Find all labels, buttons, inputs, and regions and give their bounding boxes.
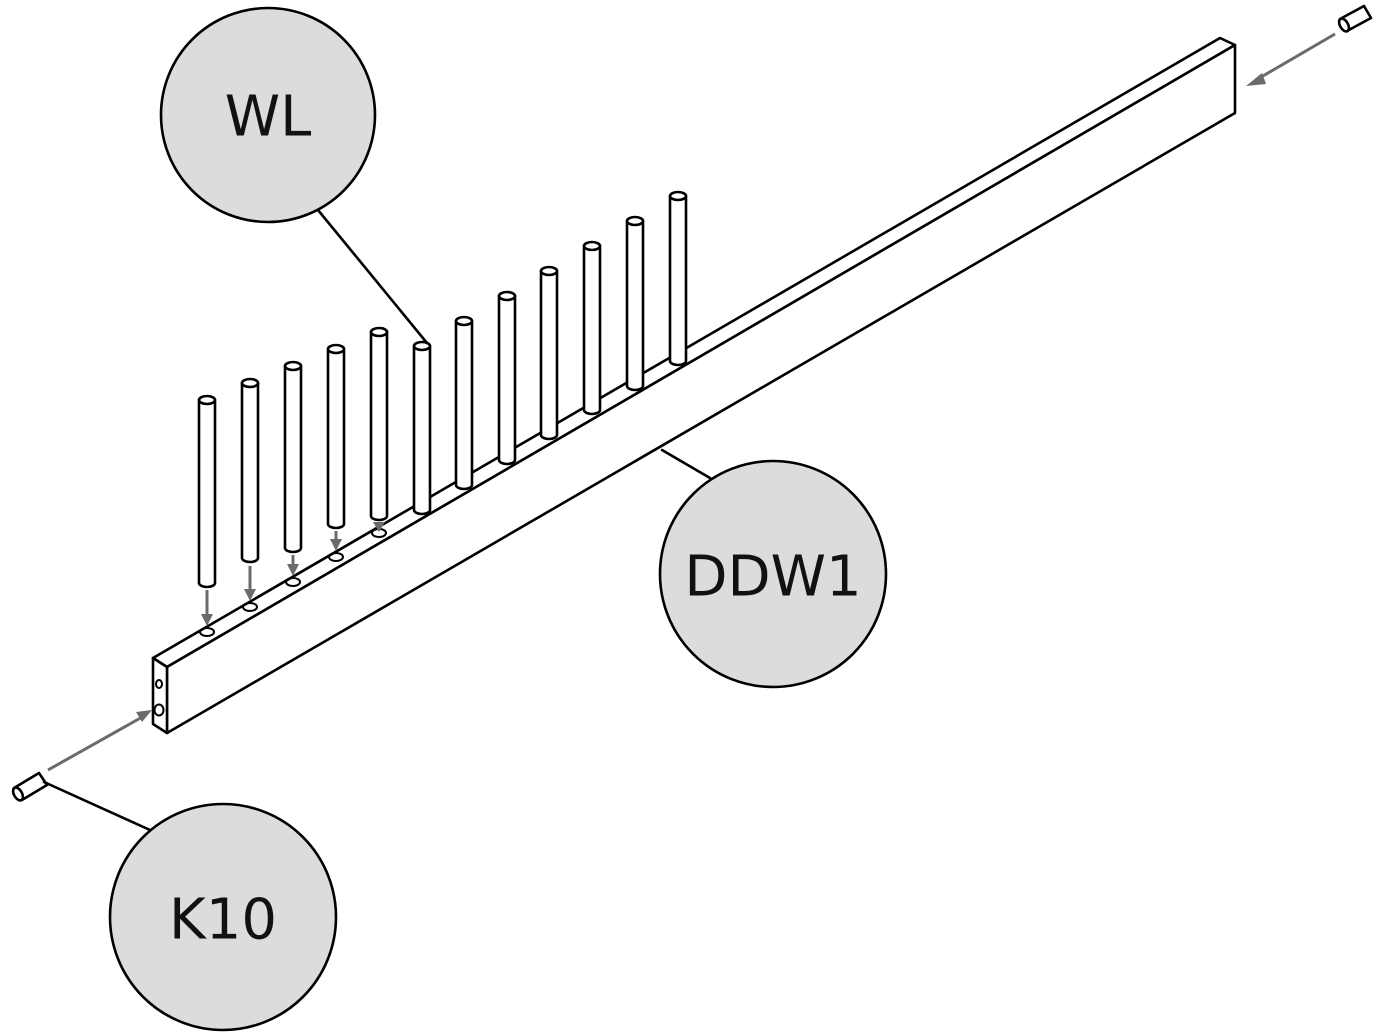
- leader-ddw1: [660, 448, 712, 480]
- leader-wl: [316, 208, 429, 345]
- rod: [369, 326, 389, 522]
- callout-label: K10: [169, 888, 277, 953]
- leader-lines: [42, 208, 712, 832]
- callout-label: DDW1: [684, 545, 861, 610]
- rod: [582, 240, 602, 416]
- dowel-right: [1246, 4, 1373, 86]
- rod-hole: [328, 552, 344, 562]
- dowel-k10-left: [11, 710, 152, 802]
- rod: [625, 215, 645, 392]
- rod: [283, 360, 303, 554]
- rods-wl: [197, 190, 688, 589]
- rod-hole: [285, 577, 301, 587]
- rod: [240, 377, 260, 564]
- rod: [539, 265, 559, 441]
- end-hole-upper: [155, 679, 163, 689]
- rod-hole: [199, 627, 215, 637]
- rod: [497, 290, 517, 466]
- callout-label: WL: [225, 85, 312, 150]
- leader-k10: [42, 780, 152, 832]
- rod: [454, 315, 474, 491]
- rod: [668, 190, 688, 367]
- callout-ddw1: DDW1: [658, 459, 888, 689]
- end-hole-lower: [153, 703, 165, 717]
- rod: [326, 343, 346, 530]
- callout-wl: WL: [159, 6, 377, 224]
- rod-insertion-arrows: [201, 522, 385, 626]
- rod: [197, 394, 217, 589]
- rod: [412, 340, 432, 516]
- rod-hole: [242, 602, 258, 612]
- rail-end-face: [151, 656, 169, 735]
- callout-k10: K10: [108, 802, 338, 1032]
